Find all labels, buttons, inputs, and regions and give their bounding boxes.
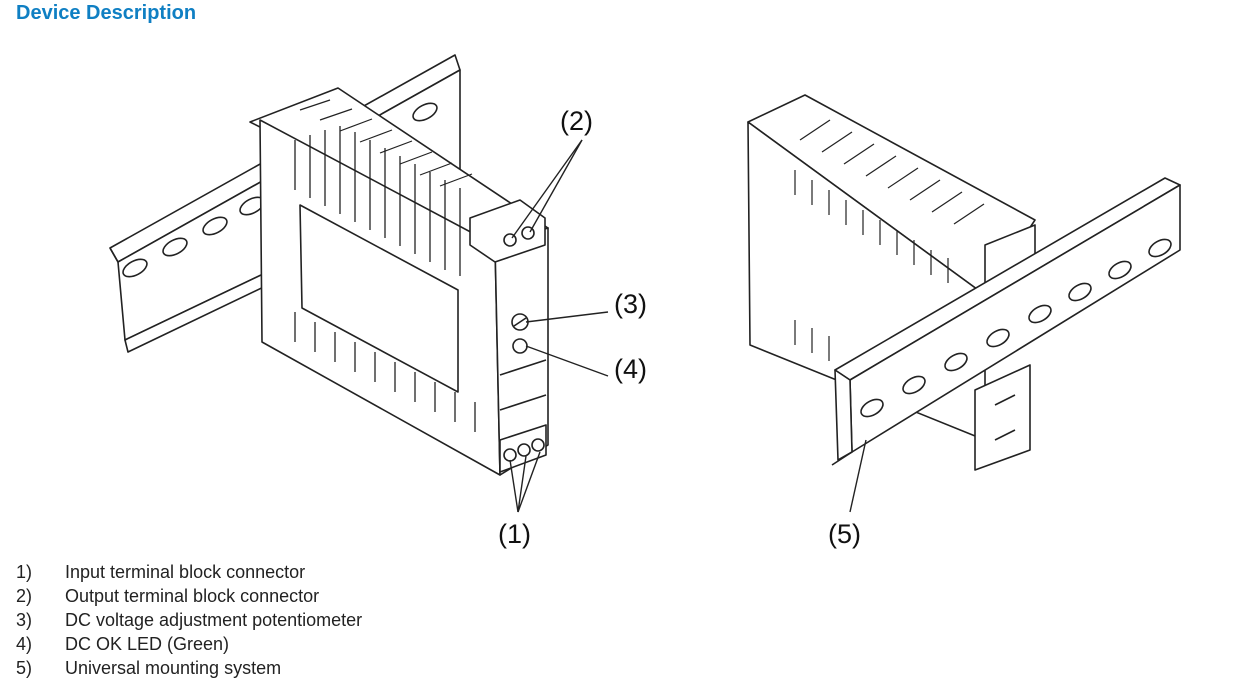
- din-rail-right: [831, 177, 1181, 471]
- callout-5: (5): [828, 519, 861, 549]
- list-item: 1) Input terminal block connector: [16, 560, 362, 584]
- legend-text: DC OK LED (Green): [65, 634, 230, 654]
- legend-number: 4): [16, 634, 33, 654]
- callout-1: (1): [498, 519, 531, 549]
- list-item: 4) DC OK LED (Green): [16, 632, 362, 656]
- legend-text: Input terminal block connector: [65, 562, 306, 582]
- legend-text: DC voltage adjustment potentiometer: [65, 610, 363, 630]
- callout-4: (4): [614, 354, 647, 384]
- legend-text: Output terminal block connector: [65, 586, 320, 606]
- legend-number: 3): [16, 610, 33, 630]
- legend-text: Universal mounting system: [65, 658, 282, 678]
- device-illustration: (2) (3) (4) (1) (5): [109, 54, 1181, 549]
- legend-number: 5): [16, 658, 33, 678]
- leader-lines-right: [849, 439, 867, 513]
- list-item: 2) Output terminal block connector: [16, 584, 362, 608]
- power-supply-front-view: [249, 87, 549, 476]
- list-item: 5) Universal mounting system: [16, 656, 362, 680]
- leader-lines-left: [509, 139, 609, 513]
- callout-2: (2): [560, 106, 593, 136]
- section-title: Device Description: [16, 2, 197, 24]
- legend-number: 1): [16, 562, 33, 582]
- list-item: 3) DC voltage adjustment potentiometer: [16, 608, 362, 632]
- legend-list: 1) Input terminal block connector 2) Out…: [16, 560, 362, 680]
- legend-number: 2): [16, 586, 33, 606]
- callout-3: (3): [614, 289, 647, 319]
